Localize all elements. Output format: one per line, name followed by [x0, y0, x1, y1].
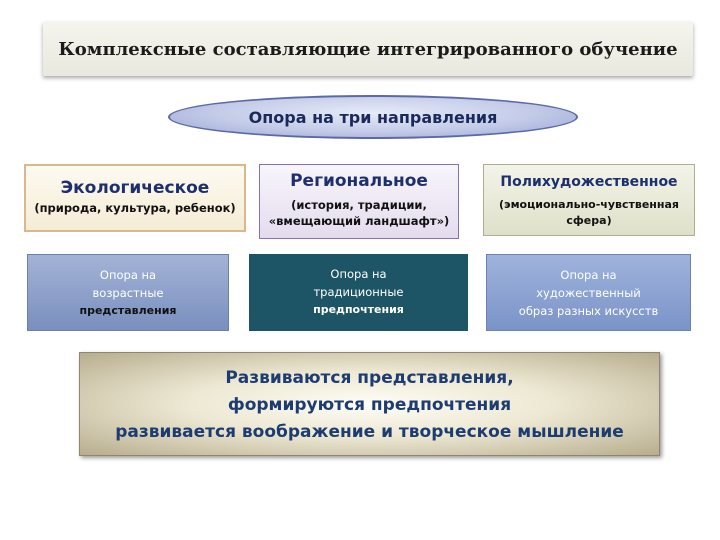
- direction-regional: Региональное (история, традиции, «вмещаю…: [259, 164, 459, 239]
- direction-subtitle: (эмоционально-чувственная: [499, 198, 679, 211]
- direction-heading: Экологическое: [60, 178, 210, 198]
- direction-polyartistic: Полихудожественное (эмоционально-чувстве…: [483, 164, 695, 236]
- support-text: возрастные: [92, 286, 164, 300]
- ellipse-label: Опора на три направления: [248, 107, 498, 127]
- result-line: Развиваются представления,: [225, 368, 514, 388]
- support-box-traditional: Опора на традиционные предпочтения: [249, 254, 468, 331]
- support-text: традиционные: [313, 285, 404, 299]
- result-line: формируются предпочтения: [227, 395, 512, 415]
- support-text-bold: представления: [79, 304, 177, 317]
- diagram-title: Комплексные составляющие интегрированног…: [58, 38, 678, 60]
- direction-subtitle: (природа, культура, ребенок): [34, 201, 236, 215]
- support-box-age: Опора на возрастные представления: [27, 254, 229, 331]
- support-text: Опора на: [99, 268, 157, 282]
- support-box-artistic: Опора на художественный образ разных иск…: [486, 254, 691, 331]
- support-text: Опора на: [560, 268, 617, 282]
- direction-subtitle: «вмещающий ландшафт»): [268, 214, 450, 228]
- direction-heading: Полихудожественное: [500, 174, 678, 190]
- support-text-bold: предпочтения: [313, 303, 404, 316]
- support-text: Опора на: [330, 267, 387, 281]
- direction-subtitle: (история, традиции,: [291, 198, 427, 212]
- direction-subtitle: сфера): [566, 214, 612, 227]
- title-banner: Комплексные составляющие интегрированног…: [43, 22, 693, 76]
- central-ellipse: Опора на три направления: [168, 95, 578, 139]
- direction-ecological: Экологическое (природа, культура, ребено…: [24, 164, 246, 232]
- result-box: Развиваются представления, формируются п…: [79, 352, 660, 456]
- support-text: художественный: [536, 286, 641, 300]
- result-line: развивается воображение и творческое мыш…: [115, 422, 624, 442]
- direction-heading: Региональное: [290, 171, 428, 191]
- support-text: образ разных искусств: [518, 304, 659, 318]
